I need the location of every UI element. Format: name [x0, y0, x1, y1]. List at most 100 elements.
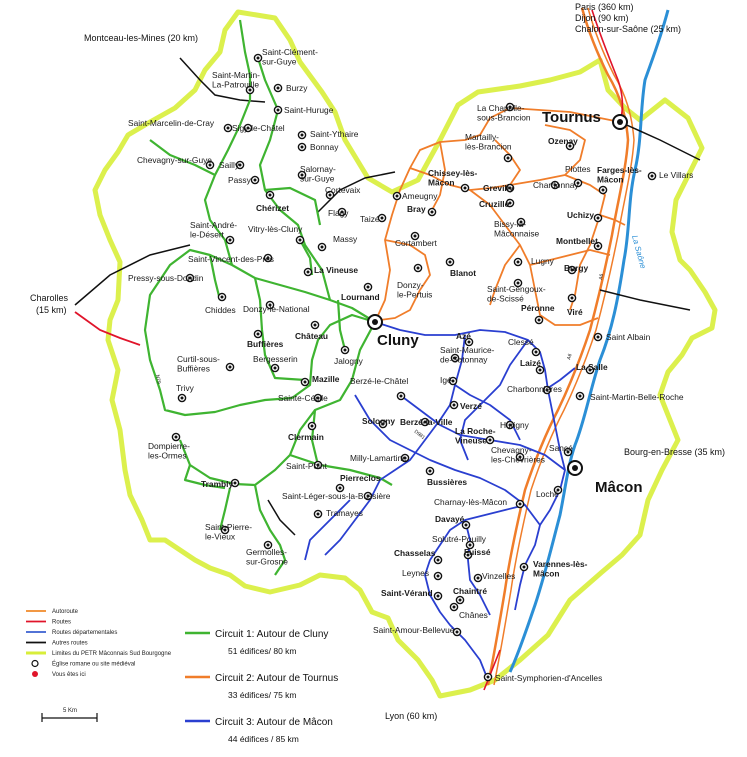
place-marker: Saint-Amour-Bellevue: [373, 625, 462, 637]
place-label: La Roche-: [455, 426, 496, 436]
circuit-3-details: 44 édifices / 85 km: [228, 734, 299, 744]
church-icon: [31, 659, 39, 668]
place-marker: Chardonnay: [533, 180, 579, 190]
church-icon-center: [233, 481, 237, 485]
church-icon-center: [430, 210, 434, 214]
place-marker: Massy: [317, 234, 358, 252]
place-marker: Le Villars: [647, 170, 693, 181]
place-marker: Tramayes: [313, 508, 363, 519]
place-label: Passy: [228, 175, 252, 185]
place-label: Sailly: [219, 160, 240, 170]
place-marker: Saint-Vérand: [381, 588, 443, 601]
place-marker: Mazille: [300, 374, 340, 387]
place-marker: Verzé: [449, 400, 482, 411]
place-marker: Buffières: [247, 329, 284, 349]
place-label: lès-Brancion: [465, 142, 512, 152]
church-icon-center: [298, 238, 302, 242]
legend-item: Limites du PETR Mâconnais Sud Bourgogne: [26, 651, 172, 657]
place-label: Berzé-la-Ville: [400, 417, 453, 427]
circuit-1-routes: [143, 19, 393, 576]
place-label: Saint-André-: [190, 220, 237, 230]
church-icon-center: [328, 193, 332, 197]
place-label: Chiddes: [205, 305, 236, 315]
place-label: Montbellet: [556, 236, 598, 246]
place-label: Plottes: [565, 164, 591, 174]
place-label: Cortambert: [395, 238, 438, 248]
place-label: Saint-Maurice-: [440, 345, 495, 355]
place-marker: Saint-Maurice-de-Satonnay: [440, 345, 495, 365]
place-marker: Milly-Lamartine: [350, 453, 410, 463]
place-label: Bissy-la-: [494, 219, 526, 229]
place-label: Mâconnaise: [494, 229, 540, 239]
church-icon-center: [522, 565, 526, 569]
place-label: Taizé: [360, 214, 380, 224]
place-marker: Martailly-lès-Brancion: [465, 132, 513, 163]
place-marker: Passy: [228, 175, 260, 185]
place-marker: Château: [295, 320, 328, 341]
place-label: Mâcon: [597, 175, 624, 185]
church-icon-center: [253, 178, 257, 182]
legend-label: Église romane ou site médiéval: [52, 661, 135, 668]
place-marker: Saint Albain: [593, 332, 651, 342]
church-icon-center: [519, 220, 523, 224]
place-marker: Flagy: [328, 207, 349, 218]
place-marker: Uchizy: [567, 210, 603, 223]
place-marker: Montbellet: [556, 236, 603, 251]
place-marker: Dompierre-les-Ormes: [148, 432, 190, 461]
church-icon-center: [268, 303, 272, 307]
place-marker: Curtil-sous-Buffières: [177, 354, 235, 374]
church-icon-center: [403, 456, 407, 460]
church-icon-center: [306, 270, 310, 274]
river-label: La Saône: [630, 234, 648, 270]
place-label: Sologny: [362, 416, 395, 426]
place-marker: Farges-lès-Mâcon: [597, 165, 642, 195]
church-icon-center: [343, 348, 347, 352]
church-icon-center: [464, 523, 468, 527]
place-label: le-Désert: [190, 230, 225, 240]
town-macon-label: Mâcon: [595, 479, 643, 496]
place-label: Saint-Martin-: [212, 70, 260, 80]
place-label: Davayé: [435, 514, 465, 524]
place-marker: Saint-Ythaire: [297, 129, 359, 140]
church-icon-center: [553, 183, 557, 187]
place-marker: Ameugny: [392, 191, 438, 201]
place-label: Sigy-le-Châtel: [232, 123, 285, 133]
church-icon-center: [416, 266, 420, 270]
church-icon-center: [313, 323, 317, 327]
motorway-a6-second-carriageway: [493, 7, 635, 686]
place-marker: Salornay-sur-Guye: [297, 164, 336, 184]
destination-bourg: Bourg-en-Bresse (35 km): [624, 447, 725, 457]
church-icon-center: [448, 260, 452, 264]
church-icon-center: [538, 368, 542, 372]
place-marker: La Salle: [576, 362, 608, 375]
place-label: Viré: [567, 307, 583, 317]
legend-label: Limites du PETR Mâconnais Sud Bourgogne: [52, 651, 172, 657]
place-marker: Lournand: [341, 282, 380, 302]
destination-paris: Paris (360 km): [575, 2, 634, 12]
place-label: Flagy: [328, 208, 349, 218]
place-marker: Sainte-Cécile: [278, 393, 328, 403]
church-icon-center: [486, 675, 490, 679]
destination-dijon: Dijon (90 km): [575, 13, 629, 23]
church-icon-center: [246, 126, 250, 130]
road-tournus-east: [619, 121, 701, 161]
church-icon-center: [276, 108, 280, 112]
territory-boundary: [92, 9, 718, 699]
church-icon-center: [266, 256, 270, 260]
place-label: sur-Grosne: [246, 557, 288, 567]
place-label: Vinzelles: [482, 571, 515, 581]
place-marker: La Chapelle-sous-Brancion: [477, 102, 531, 123]
church-icon-center: [413, 234, 417, 238]
place-label: Saint-Gengoux-: [487, 284, 546, 294]
place-marker: Donzy-le-National: [243, 300, 310, 314]
place-marker: Jalogny: [334, 345, 364, 366]
place-label: Saint-Clément-: [262, 47, 318, 57]
place-marker: Saint-Point: [286, 460, 328, 471]
circuit-1-title: Circuit 1: Autour de Cluny: [215, 629, 328, 640]
place-marker: Leynes: [402, 568, 443, 581]
place-marker: Trivy: [176, 383, 195, 403]
place-label: Cortevaix: [325, 185, 361, 195]
place-marker: Chevagny-sur-Guye: [137, 155, 215, 170]
place-label: Chardonnay: [533, 180, 579, 190]
